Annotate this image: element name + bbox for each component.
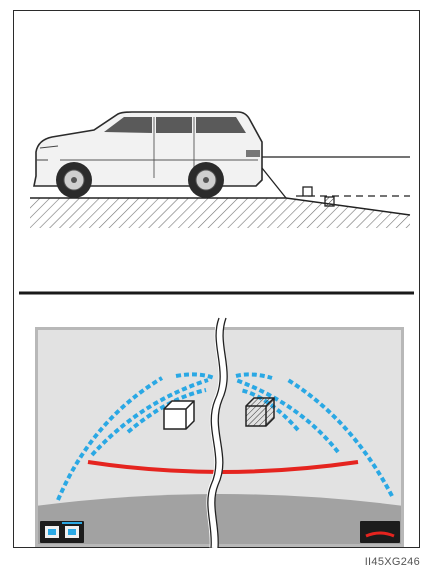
obstacle-box-right: [246, 398, 274, 426]
rear-sensor-indicator-icon: [360, 521, 400, 543]
ground-hatch: [30, 198, 410, 228]
side-view-section: [30, 112, 410, 228]
camera-display: [35, 318, 404, 548]
parking-sensor-status-icon: [40, 521, 84, 543]
rear-bumper: [35, 494, 404, 547]
camera-lower-line: [262, 168, 286, 198]
figure-code: II45XG246: [365, 556, 420, 568]
object-box-near: [303, 187, 312, 196]
obstacle-box-left: [164, 401, 194, 429]
vehicle-side-view-icon: [34, 112, 262, 198]
object-box-far: [325, 197, 334, 206]
